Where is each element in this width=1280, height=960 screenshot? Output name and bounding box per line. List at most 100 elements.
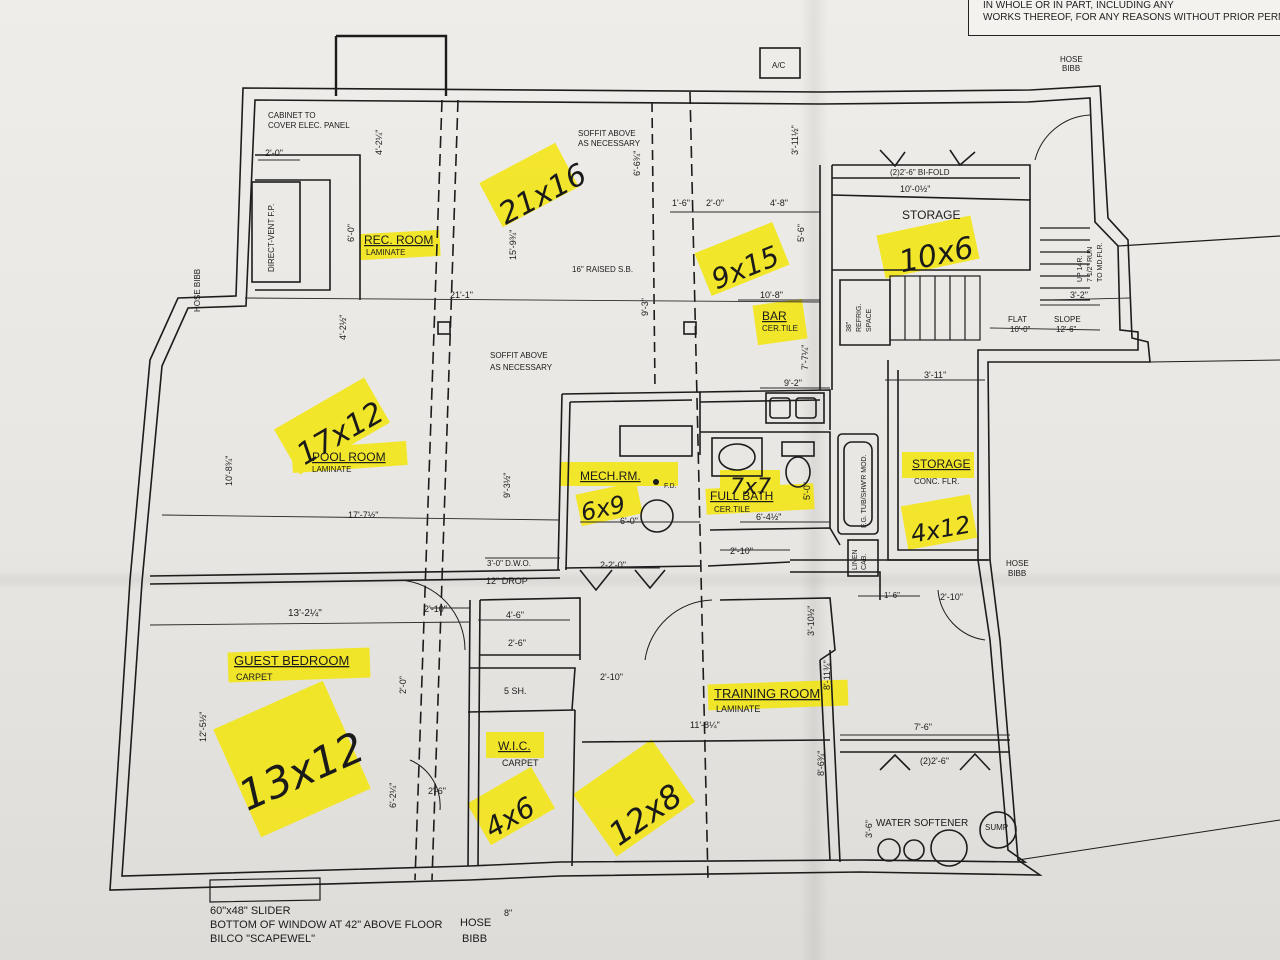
dim-7-7: 7'-7¼" [800,345,810,370]
hose-bibb-top-1: HOSE [1060,55,1083,64]
dim-6-4: 6'-4½" [756,512,781,522]
dim-8: 8" [504,908,512,918]
room-pool-name: POOL ROOM [312,450,386,464]
refrig-1: 38" [846,321,853,332]
linen-1: LINEN [852,549,859,570]
dim-2-10c: 2'-10" [424,604,447,614]
dim-8-11: 8'-11¾" [822,660,832,690]
dim-9-3: 9'-3" [640,298,650,316]
dim-4-8: 4'-8" [770,198,788,208]
dim-10-8b: 10'-8¾" [224,456,234,486]
highlighter-marks [213,142,980,857]
dim-5-0: 5'-0" [802,482,812,500]
dim-12-6: 12'-6" [1056,325,1077,334]
raised-sb-label: 16" RAISED S.B. [572,265,633,274]
disclaimer-line-2: WORKS THEREOF, FOR ANY REASONS WITHOUT P… [983,12,1280,23]
dim-6-0: 6'-0" [346,224,356,242]
room-bath-finish: CER.TILE [714,505,750,514]
soffit-top-2: AS NECESSARY [578,139,641,148]
stair-note-2: 7 1/2" RUN [1087,247,1094,282]
stair-note-3: TO MD.FLR. [1097,242,1104,282]
dim-3-11b: 3'-11" [924,370,946,380]
dim-11-8: 11'-8¼" [690,720,720,730]
paper-fold-horizontal [0,570,1280,590]
dim-3-11: 3'-11½" [790,125,800,155]
dimension-labels: 2'-0" 4'-2¼" 6'-0" 15'-9¾" 6'-6¾" 3'-11½… [198,125,1088,918]
room-wic-finish: CARPET [502,758,539,768]
dim-6-2: 6'-2¼" [388,783,398,808]
dim-6-0b: 6'-0" [620,516,638,526]
ac-label: A/C [772,61,786,70]
hose-bibb-top-2: BIBB [1062,64,1080,73]
cabinet-label-1: CABINET TO [268,111,316,120]
paper-fold-vertical [800,0,828,960]
dim-2-2: 2-2'-0" [600,560,626,570]
linen-2: CAB. [861,554,868,570]
shelves-label: 5 SH. [504,686,527,696]
dim-10-8: 10'-8" [760,290,783,300]
dim-10-0: 10'-0" [1010,325,1031,334]
hose-bibb-bottom-1: HOSE [460,917,491,929]
room-rec-finish: LAMINATE [366,248,405,257]
dwo-label: 3'-0" D.W.O. [487,559,531,568]
dim-4-2r: 4'-2½" [338,315,348,340]
cabinet-label-2: COVER ELEC. PANEL [268,121,350,130]
dim-2-6b: 2'-6" [428,786,446,796]
flat-label: FLAT [1008,315,1027,324]
floor-drain-icon [653,479,659,485]
hw-bath: 7x7 [730,475,771,500]
dim-15-9: 15'-9¾" [508,230,518,260]
disclaimer-box: IN WHOLE OR IN PART, INCLUDING ANY WORKS… [968,0,1280,36]
dim-4-6: 4'-6" [506,610,524,620]
dim-4-2q: 4'-2¼" [374,130,384,155]
slider-line-2: BOTTOM OF WINDOW AT 42" ABOVE FLOOR [210,919,443,931]
dim-7-6: 7'-6" [914,722,932,732]
room-training-finish: LAMINATE [716,704,760,714]
dim-12-5: 12'-5½" [198,712,208,742]
drop-label: 12" DROP [486,576,528,586]
dim-13-2: 13'-2¼" [288,607,322,619]
hose-bibb-right-2: BIBB [1008,569,1026,578]
dimension-lines [149,159,1131,736]
room-storage-top-name: STORAGE [902,208,960,222]
fireplace-label: DIRECT-VENT F.P. [267,204,276,272]
room-guest-finish: CARPET [236,672,273,682]
room-training-name: TRAINING ROOM [714,686,820,701]
room-wic-name: W.I.C. [498,739,531,753]
dim-5-6: 5'-6" [796,224,806,242]
room-mech-name: MECH.RM. [580,469,641,483]
fd-label: F.D. [664,483,677,490]
dim-2-6: 2'-6" [508,638,526,648]
room-rec-name: REC. ROOM [364,233,433,247]
soffit-mid-2: AS NECESSARY [490,363,553,372]
dim-1-6b: 1'-6" [884,591,900,600]
room-bar-name: BAR [762,309,787,323]
slope-label: SLOPE [1054,315,1081,324]
dim-1-6: 1'-6" [672,198,690,208]
bifold-bottom-label: (2)2'-6" [920,756,949,766]
hose-bibb-left: HOSE BIBB [193,269,202,312]
dim-2-0c: 2'-0" [398,676,408,694]
dim-10-0h: 10'-0½" [900,184,930,194]
dim-21-1: 21'-1" [450,290,473,300]
disclaimer-line-1: IN WHOLE OR IN PART, INCLUDING ANY [983,0,1174,11]
slider-line-3: BILCO "SCAPEWEL" [210,933,315,945]
dim-3-2: 3'-2" [1070,290,1088,300]
hose-bibb-bottom-2: BIBB [462,933,487,945]
room-bath-name: FULL BATH [710,489,773,503]
refrig-3: SPACE [866,308,873,332]
walls [109,34,1280,903]
bifold-top-label: (2)2'-6" BI-FOLD [890,168,950,177]
hose-bibb-right-1: HOSE [1006,559,1029,568]
dim-3-10: 3'-10½" [806,606,816,636]
room-storage-right-name: STORAGE [912,457,970,471]
tub-label: F.G. TUB/SHW'R MOD. [861,454,868,528]
refrig-2: REFRIG. [856,304,863,332]
dim-3-6: 3'-6" [864,820,874,838]
room-labels: REC. ROOM LAMINATE POOL ROOM LAMINATE BA… [234,208,970,768]
room-pool-finish: LAMINATE [312,465,351,474]
dim-2-10b: 2'-10" [940,592,963,602]
dim-2-0: 2'-0" [265,148,283,158]
